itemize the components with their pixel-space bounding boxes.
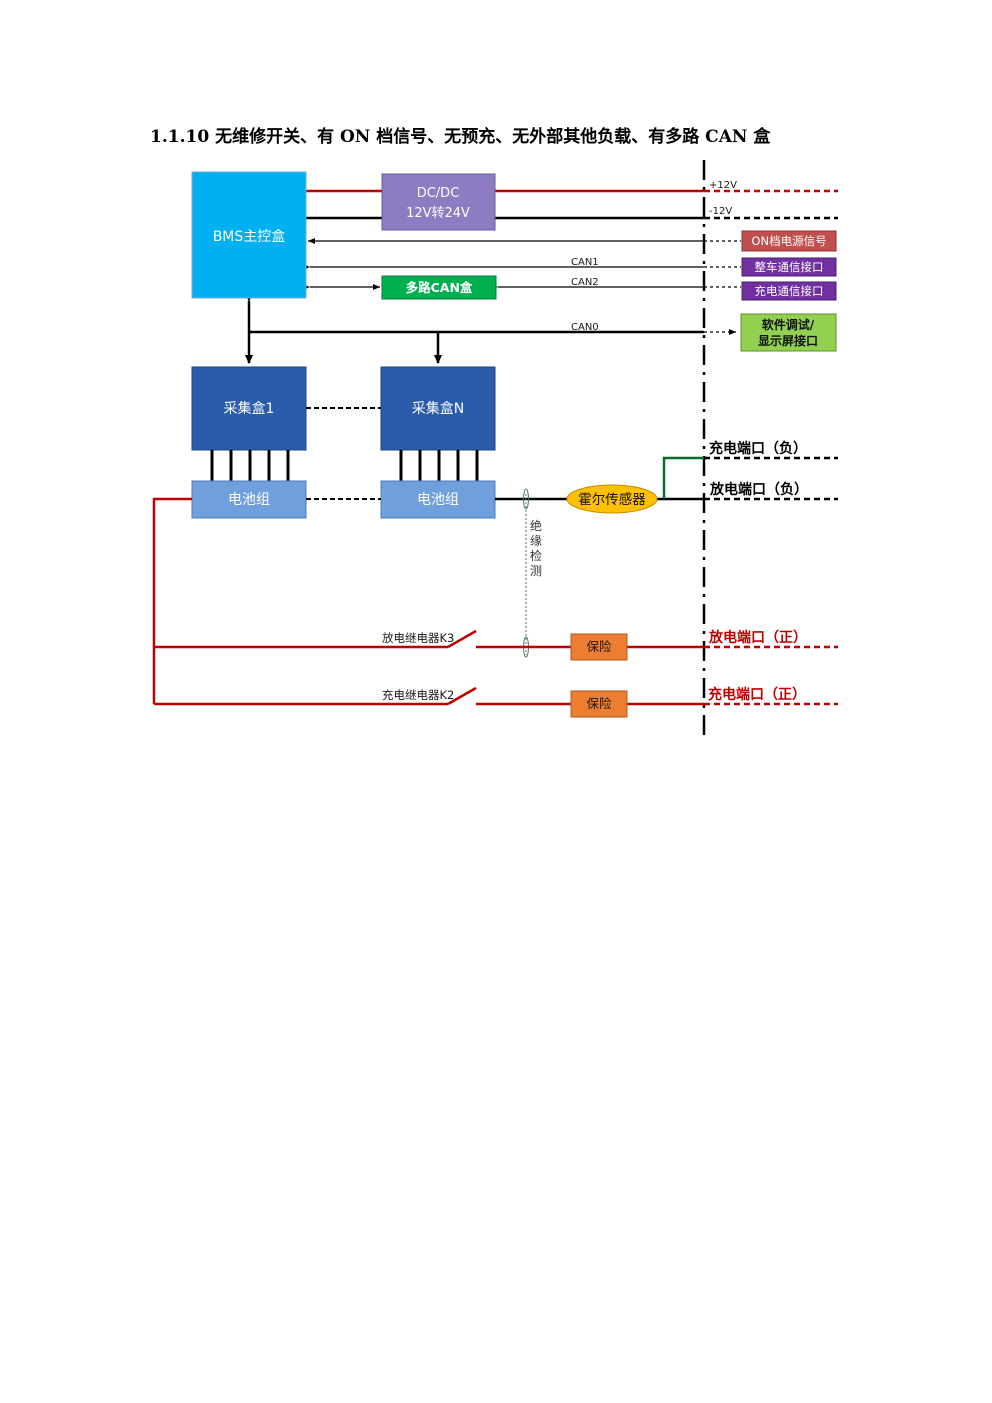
charge-relay-k2-switch <box>447 686 477 706</box>
fuse-1-label: 保险 <box>586 639 612 654</box>
dcdc-label-2: 12V转24V <box>406 206 470 221</box>
debug-display-tag-label-1: 软件调试/ <box>762 317 815 332</box>
minus12v-label: -12V <box>709 206 732 217</box>
battery-pack-1 <box>191 480 307 519</box>
can0-label: CAN0 <box>571 322 599 333</box>
insulation-char-4: 测 <box>530 564 542 578</box>
page-heading: 1.1.10 无维修开关、有 ON 档信号、无预充、无外部其他负载、有多路 CA… <box>150 127 771 147</box>
insulation-probe-top <box>523 488 529 510</box>
battery-pack-1-label: 电池组 <box>228 492 270 508</box>
insulation-char-3: 检 <box>530 548 542 563</box>
relay-k3-label: 放电继电器K3 <box>382 631 454 645</box>
fuse-2 <box>570 690 628 718</box>
discharge-neg-port-label: 放电端口（负） <box>709 481 808 498</box>
debug-display-tag-label-2: 显示屏接口 <box>758 333 818 348</box>
relay-k2-label: 充电继电器K2 <box>382 688 454 702</box>
fuse-2-label: 保险 <box>586 696 612 711</box>
positive-main-wire <box>152 497 192 704</box>
bms-main-label: BMS主控盒 <box>213 228 286 245</box>
can1-label: CAN1 <box>571 257 599 268</box>
hall-sensor-label: 霍尔传感器 <box>578 491 646 508</box>
insulation-char-1: 绝 <box>530 518 542 533</box>
charge-neg-port-label: 充电端口（负） <box>709 440 807 457</box>
plus12v-label: +12V <box>709 180 737 191</box>
hall-sensor <box>566 484 658 514</box>
vehicle-comm-tag <box>741 257 837 277</box>
charge-comm-tag <box>741 281 837 301</box>
dcdc-box <box>381 173 496 231</box>
vehicle-comm-tag-label: 整车通信接口 <box>755 260 824 274</box>
on-signal-tag <box>741 230 837 252</box>
insulation-char-2: 缘 <box>530 534 542 548</box>
discharge-relay-k3-switch <box>447 629 477 649</box>
multi-can-box <box>381 275 497 300</box>
dcdc-label-1: DC/DC <box>417 186 460 201</box>
fuse-1 <box>570 633 628 661</box>
sampling-wires-n <box>399 450 479 481</box>
collector-box-n-label: 采集盒N <box>412 400 464 417</box>
sampling-wires-1 <box>210 450 290 481</box>
on-signal-tag-label: ON档电源信号 <box>751 234 826 248</box>
collector-box-1 <box>191 366 307 451</box>
debug-display-tag <box>740 313 837 352</box>
collector-box-1-label: 采集盒1 <box>224 400 275 417</box>
charge-neg-branch <box>662 456 704 499</box>
charge-pos-port-label: 充电端口（正） <box>708 686 806 703</box>
can2-label: CAN2 <box>571 277 599 288</box>
charge-comm-tag-label: 充电通信接口 <box>755 284 824 298</box>
discharge-pos-port-label: 放电端口（正） <box>708 629 807 646</box>
battery-pack-n-label: 电池组 <box>417 492 459 508</box>
bms-main-box <box>191 171 307 299</box>
multi-can-label: 多路CAN盒 <box>406 280 473 295</box>
